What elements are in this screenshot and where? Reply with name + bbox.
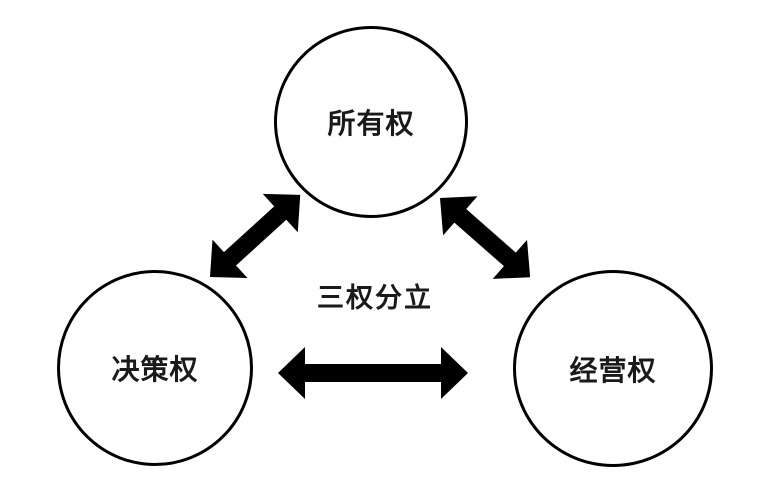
node-operation: 经营权 (513, 270, 713, 467)
node-decision-label: 决策权 (111, 354, 199, 385)
diagram-title: 三权分立 (317, 283, 433, 313)
node-decision: 决策权 (57, 270, 253, 466)
node-ownership: 所有权 (274, 26, 468, 218)
node-operation-label: 经营权 (569, 354, 657, 386)
node-ownership-label: 所有权 (327, 108, 415, 139)
arrow-decision-operation-icon (278, 347, 468, 399)
arrow-ownership-operation-icon (440, 196, 531, 279)
arrow-ownership-decision-icon (210, 193, 301, 279)
